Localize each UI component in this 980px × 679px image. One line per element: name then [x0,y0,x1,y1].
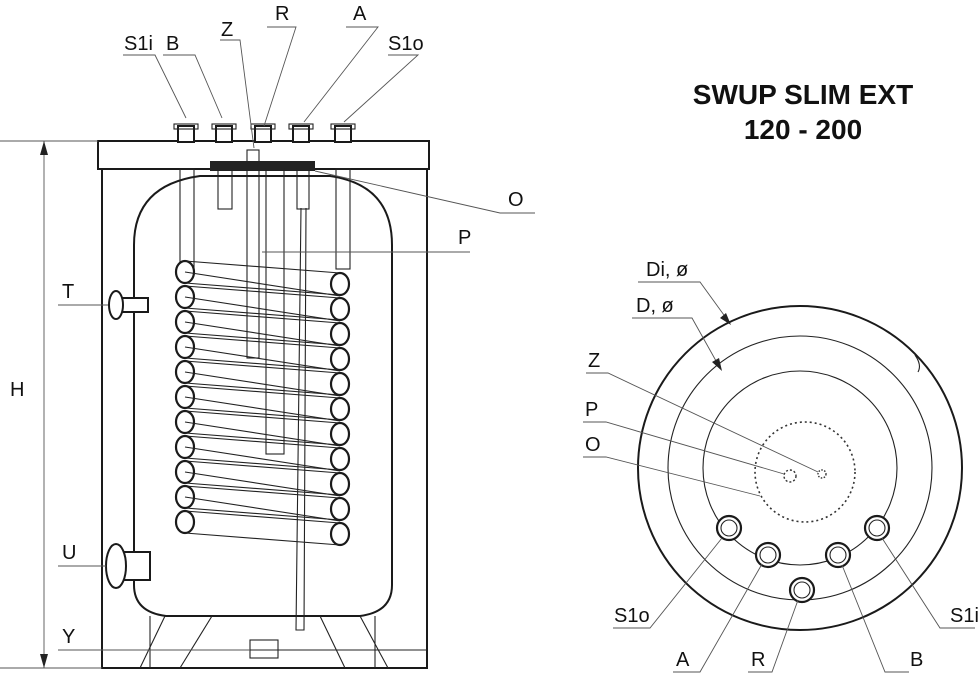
label-s1o-plan: S1o [614,605,650,627]
port-z-small [817,469,827,479]
leader-p-plan [583,421,785,475]
flange-dotted-circle [754,421,856,523]
connection-u [105,543,151,589]
leader-d [632,317,721,369]
connection-a [334,125,352,143]
leader-b-plan [841,564,909,673]
label-s1o-top: S1o [388,33,424,55]
label-s1i-plan: S1i [950,605,979,627]
connection-z [254,125,272,143]
label-b-top: B [166,33,179,55]
leader-s1i-plan [881,537,975,629]
drawing-title-line1: SWUP SLIM EXT [693,79,913,110]
label-r-top: R [275,3,289,25]
label-a-plan: A [676,649,690,671]
label-a-top: A [353,3,367,25]
top-connections-plan [715,514,891,604]
label-u-side: U [62,542,76,564]
label-di: Di, ø [646,259,688,281]
label-y-side: Y [62,626,75,648]
label-b-plan: B [910,649,923,671]
leader-r-plan [748,599,799,673]
label-r-plan: R [751,649,765,671]
connection-r [292,125,310,143]
leader-z-plan [586,372,819,473]
label-p-plan: P [585,399,598,421]
leader-s1o-plan [613,537,723,629]
flange-plate [210,161,315,171]
label-d: D, ø [636,295,674,317]
label-z-top: Z [221,19,233,41]
label-o-plan: O [585,434,601,456]
label-o-side: O [508,189,524,211]
heating-coil [174,259,351,547]
label-t-side: T [62,281,74,303]
leader-o [314,170,535,214]
top-leaders [123,26,420,149]
label-z-plan: Z [588,350,600,372]
top-view [583,281,975,673]
outer-circle [637,305,963,631]
drawing-title-line2: 120 - 200 [744,114,862,145]
connection-s1i [177,125,195,143]
inner-tank [133,175,393,617]
top-connections [173,123,356,143]
height-label: H [10,379,24,401]
connection-t [108,290,149,320]
leader-o-plan [583,456,761,497]
side-view: H [0,26,535,669]
port-p-small [783,469,797,483]
inner-circle [702,370,898,566]
leader-a-plan [673,563,763,673]
label-s1i-top: S1i [124,33,153,55]
label-p-side: P [458,227,471,249]
dimension-h [0,140,102,669]
leader-di [638,281,730,323]
connection-b [215,125,233,143]
internal-pipes [179,149,351,631]
